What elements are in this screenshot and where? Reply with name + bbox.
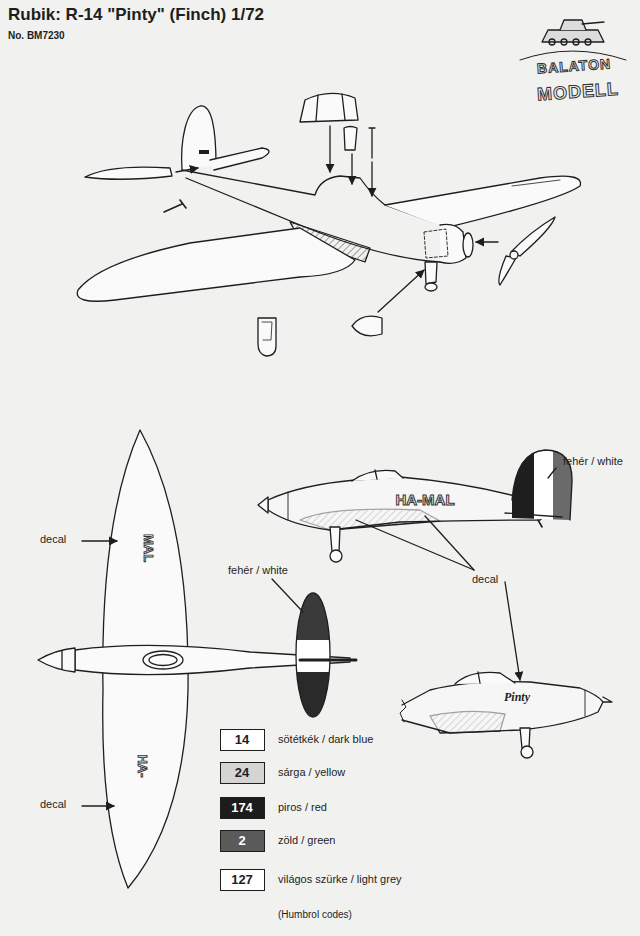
sheet-title: Rubik: R-14 "Pinty" (Finch) 1/72 (8, 5, 264, 25)
paint-code: 2 (238, 834, 245, 849)
decal-label: decal (40, 533, 66, 546)
paint-code: 127 (231, 873, 253, 888)
color-note: fehér / white (228, 564, 288, 577)
note: (Humbrol codes) (278, 909, 352, 921)
name-marking: Pinty (504, 691, 530, 705)
legend-text: sárga / yellow (278, 766, 345, 779)
leader-lines (356, 516, 520, 680)
side-view (258, 445, 575, 562)
registration-marking: HA-MAL (395, 491, 454, 508)
kit-number: No. BM7230 (8, 30, 65, 42)
logo-text: BALATON (536, 55, 611, 76)
legend-text: sötétkék / dark blue (278, 733, 373, 746)
logo-tank (520, 20, 626, 60)
partial-side-view (400, 672, 612, 758)
registration-marking: HA- (135, 754, 150, 777)
decal-label: decal (472, 573, 498, 586)
paint-code: 174 (231, 801, 253, 816)
paint-code: 24 (235, 766, 249, 781)
legend-text: zöld / green (278, 834, 335, 847)
color-note: fehér / white (563, 455, 623, 468)
registration-marking: MAL (141, 534, 156, 562)
decal-label: decal (40, 798, 66, 811)
legend-text: piros / red (278, 801, 327, 814)
exploded-view (77, 93, 580, 356)
logo-text: MODELL (536, 79, 619, 105)
legend-text: világos szürke / light grey (278, 873, 402, 886)
paint-code: 14 (235, 733, 249, 748)
